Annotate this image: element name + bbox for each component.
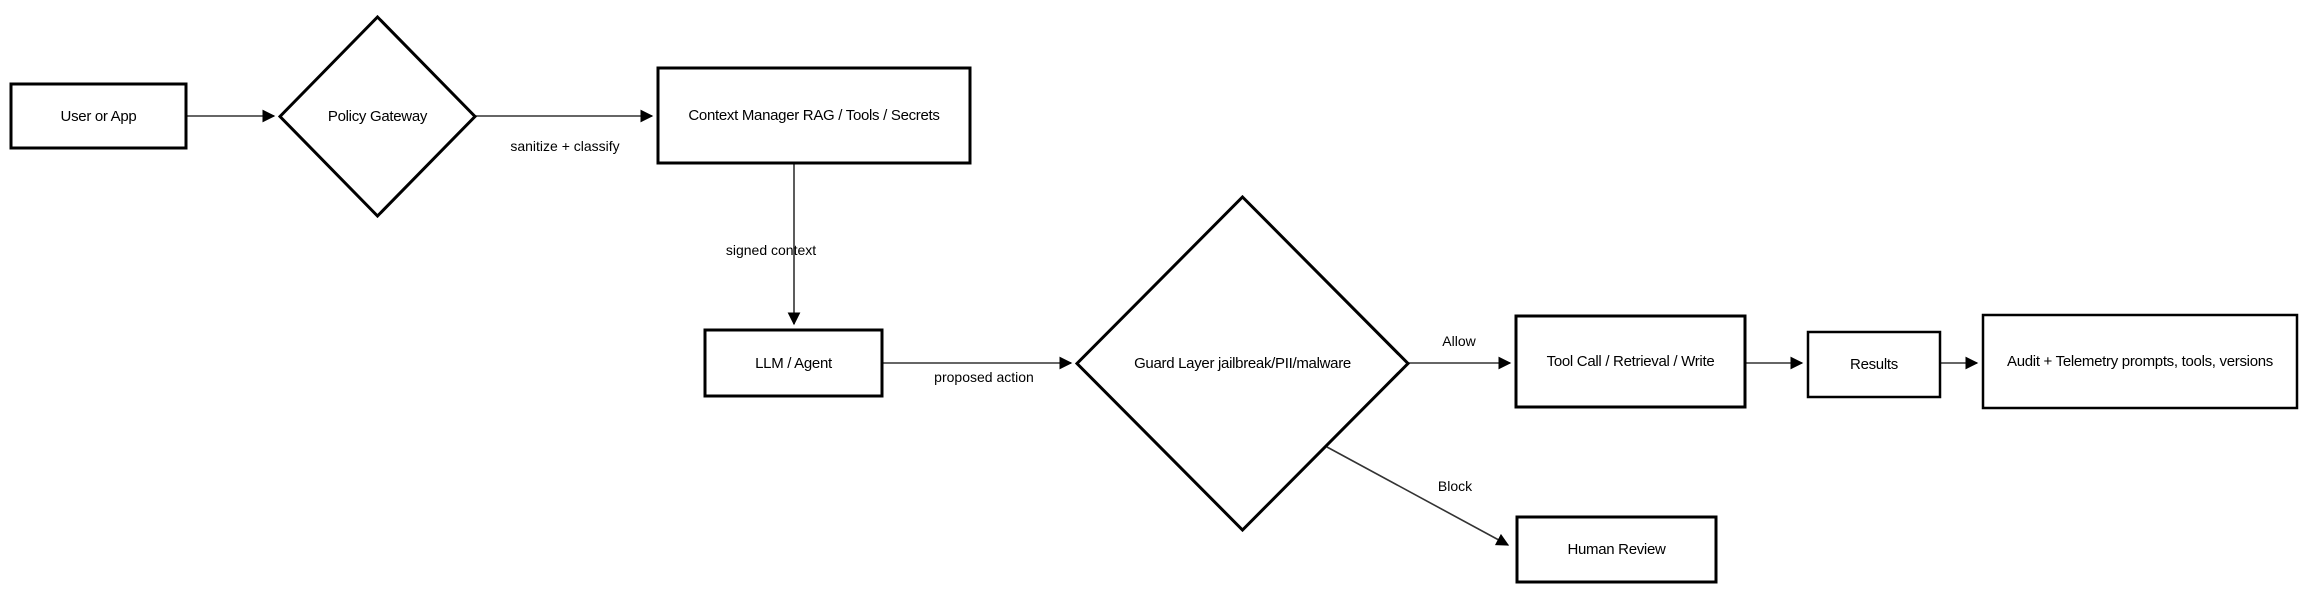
node-llm-agent-shape	[703, 328, 884, 398]
node-user-or-app-shape	[9, 82, 188, 150]
edge-guard-to-human-block	[1326, 446, 1510, 546]
node-context-manager-shape	[656, 66, 972, 165]
node-guard-layer-shape	[1074, 194, 1411, 533]
node-results-shape	[1806, 330, 1942, 399]
node-tool-call-shape	[1514, 314, 1747, 409]
node-audit-telemetry-shape	[1981, 313, 2299, 410]
node-human-review-shape	[1515, 515, 1718, 584]
node-policy-gateway-shape	[277, 14, 478, 219]
